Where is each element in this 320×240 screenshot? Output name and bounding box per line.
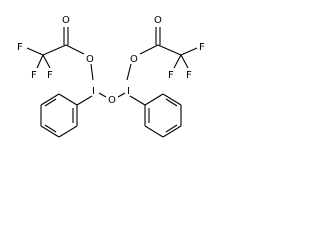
atom-oxygen-carbonyl-right: O <box>154 15 162 26</box>
bond-cc-left <box>42 44 67 56</box>
bond-i-phenyl-left <box>76 95 93 106</box>
bond-cf-left-1 <box>26 47 44 56</box>
ring-left-inner-3 <box>44 98 57 107</box>
atom-fluorine-left-1: F <box>17 42 23 53</box>
left-trifluoroacetate <box>26 27 94 81</box>
atom-labels: F F F O O I O I O O F F F <box>17 15 205 106</box>
bond-cf-right-2 <box>173 54 182 69</box>
ring-right-bond-2 <box>144 125 164 138</box>
atom-fluorine-right-2: F <box>168 70 174 81</box>
atom-iodine-left: I <box>92 86 95 97</box>
atom-fluorine-right-1: F <box>199 42 205 53</box>
ring-left-bond-2 <box>58 125 78 138</box>
bond-oester-i-left <box>90 63 94 81</box>
bond-cf-right-1 <box>180 47 198 56</box>
bond-c-oester-left <box>65 44 85 55</box>
atom-iodine-right: I <box>127 86 130 97</box>
bond-cf-left-2 <box>36 54 44 69</box>
right-phenyl-ring <box>144 93 182 138</box>
bond-cc-right <box>157 44 182 56</box>
atom-fluorine-right-3: F <box>186 70 192 81</box>
bond-oester-i-right <box>126 63 132 81</box>
bond-cf-right-3 <box>180 54 189 69</box>
chemical-structure: F F F O O I O I O O F F F <box>17 15 205 138</box>
atom-oxygen-carbonyl-left: O <box>62 15 70 26</box>
ring-right-bond-6 <box>144 93 164 106</box>
ring-left-bond-5 <box>40 93 60 106</box>
bond-cf-left-3 <box>42 54 51 69</box>
ring-left-bond-3 <box>40 125 60 138</box>
atom-fluorine-left-3: F <box>47 70 53 81</box>
bond-obridge-i-right <box>117 92 126 98</box>
atom-fluorine-left-2: F <box>31 70 37 81</box>
ring-right-inner-2 <box>165 124 178 133</box>
bond-i-obridge-left <box>98 92 107 98</box>
ring-right-bond-5 <box>162 93 182 106</box>
atom-oxygen-ester-right: O <box>130 54 138 65</box>
atom-oxygen-ester-left: O <box>86 54 94 65</box>
ring-left-bond-6 <box>58 93 78 106</box>
right-trifluoroacetate <box>126 27 198 81</box>
ring-right-bond-3 <box>162 125 182 138</box>
left-phenyl-ring <box>40 93 78 138</box>
ring-left-inner-2 <box>44 124 57 133</box>
ring-right-inner-3 <box>165 98 178 107</box>
bond-c-oester-right <box>139 44 159 55</box>
iodine-oxygen-bridge <box>76 92 146 106</box>
structure-canvas: F F F O O I O I O O F F F <box>0 0 226 153</box>
atom-oxygen-bridge: O <box>108 95 116 106</box>
bond-i-phenyl-right <box>129 95 146 106</box>
